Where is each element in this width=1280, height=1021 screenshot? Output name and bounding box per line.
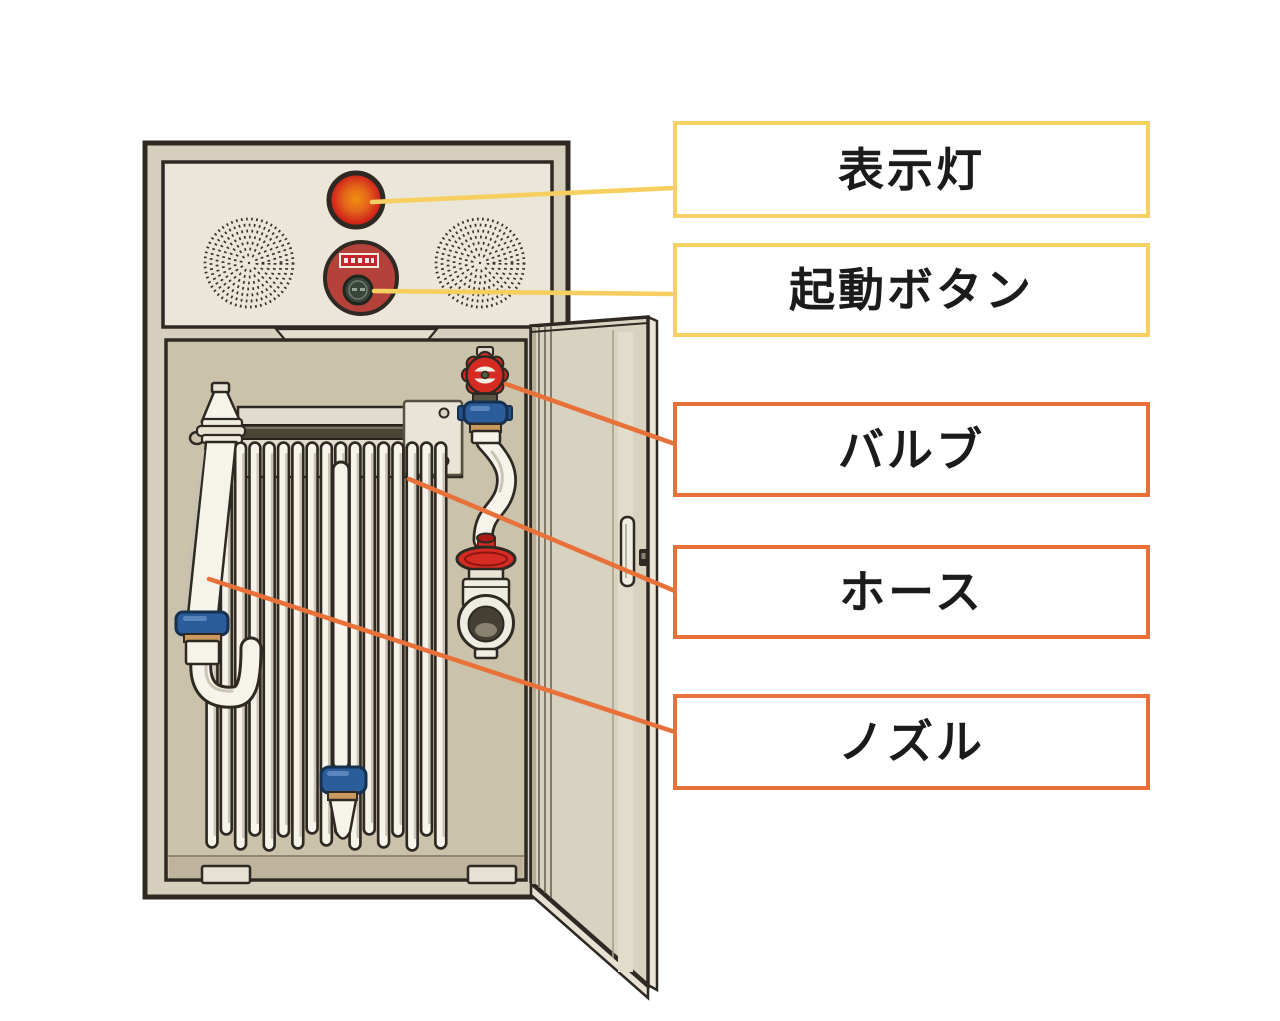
- start-button-panel: [323, 240, 399, 316]
- leader-line-hose: [406, 476, 678, 594]
- bottom-vent-left: [200, 864, 252, 885]
- label-valve: バルブ: [673, 402, 1150, 497]
- nozzle: [174, 381, 247, 666]
- label-hose-text: ホース: [839, 565, 984, 619]
- bottom-vent-right: [466, 864, 518, 885]
- nozzle-coupling-blue: [174, 610, 230, 637]
- speaker-grille-left: [203, 217, 295, 309]
- leader-line-valve: [503, 381, 678, 447]
- cabinet-door: [529, 315, 659, 1001]
- speaker-grille-right: [434, 217, 526, 309]
- door-highlight: [618, 332, 633, 972]
- label-indicator-light-text: 表示灯: [838, 142, 985, 197]
- label-hose: ホース: [673, 545, 1150, 639]
- supply-pipe: [472, 431, 517, 551]
- label-valve-text: バルブ: [838, 422, 985, 477]
- label-indicator-light: 表示灯: [673, 121, 1150, 218]
- label-nozzle-text: ノズル: [838, 715, 985, 769]
- label-nozzle: ノズル: [673, 694, 1150, 790]
- angle-valve: [455, 532, 517, 660]
- door-handle: [619, 515, 636, 588]
- leader-line-indicator: [369, 185, 678, 205]
- start-button: [342, 274, 374, 306]
- label-start-button-text: 起動ボタン: [789, 263, 1034, 317]
- hose-coupling: [319, 765, 368, 840]
- leader-line-nozzle: [206, 576, 678, 735]
- interior-floor: [169, 856, 523, 878]
- leader-line-button: [371, 288, 678, 297]
- valve: [457, 346, 513, 445]
- hose-elbow: [189, 636, 263, 709]
- label-start-button: 起動ボタン: [673, 243, 1150, 337]
- valve-handwheel: [460, 350, 510, 400]
